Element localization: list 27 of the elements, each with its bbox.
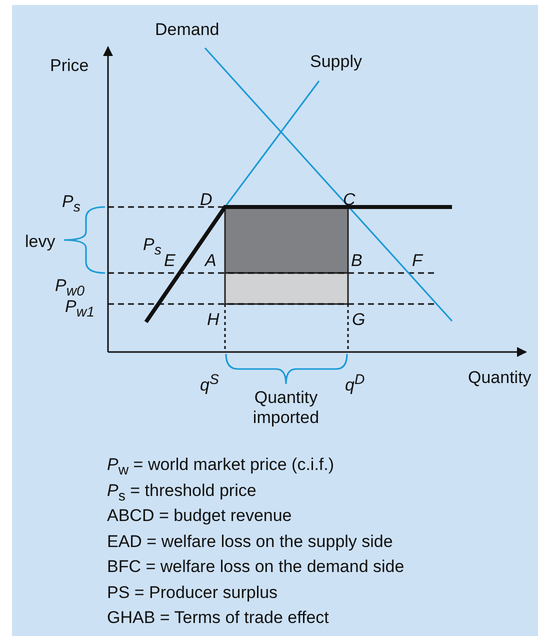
legend-note: BFC = welfare loss on the demand side [107,557,404,577]
point-label: D [200,190,212,210]
point-label: E [164,251,176,271]
price-label: P$_{w0}$ [55,276,84,300]
point-label: H [207,310,220,330]
price-label: P$_{s}$ [143,235,162,260]
legend-note: EAD = welfare loss on the supply side [107,532,393,552]
brace-label: Quantity imported [252,388,320,428]
point-label: F [412,251,422,271]
axis-label: Price [50,56,89,76]
legend-note: PS = Producer surplus [107,582,278,602]
axis-label: Quantity [468,368,532,388]
curve-label: Supply [310,52,362,72]
point-label: B [351,251,362,271]
quantity-label: q$^{S}$ [200,371,219,396]
price-label: P$_{s}$ [62,192,80,218]
point-label: C [343,190,356,210]
legend-note: ABCD = budget revenue [107,506,292,526]
point-label: G [352,310,366,330]
price-label: P$_{w1}$ [65,297,94,322]
point-label: A [205,251,216,271]
curve-label: Demand [155,20,220,40]
legend-note: GHAB = Terms of trade effect [107,608,329,628]
brace-label: levy [25,232,56,252]
quantity-label: q$^{D}$ [345,371,365,396]
legend-note: P$_{w}$ = world market price (c.i.f.) [107,455,334,480]
legend-note: P$_{s}$ = threshold price [107,480,256,506]
